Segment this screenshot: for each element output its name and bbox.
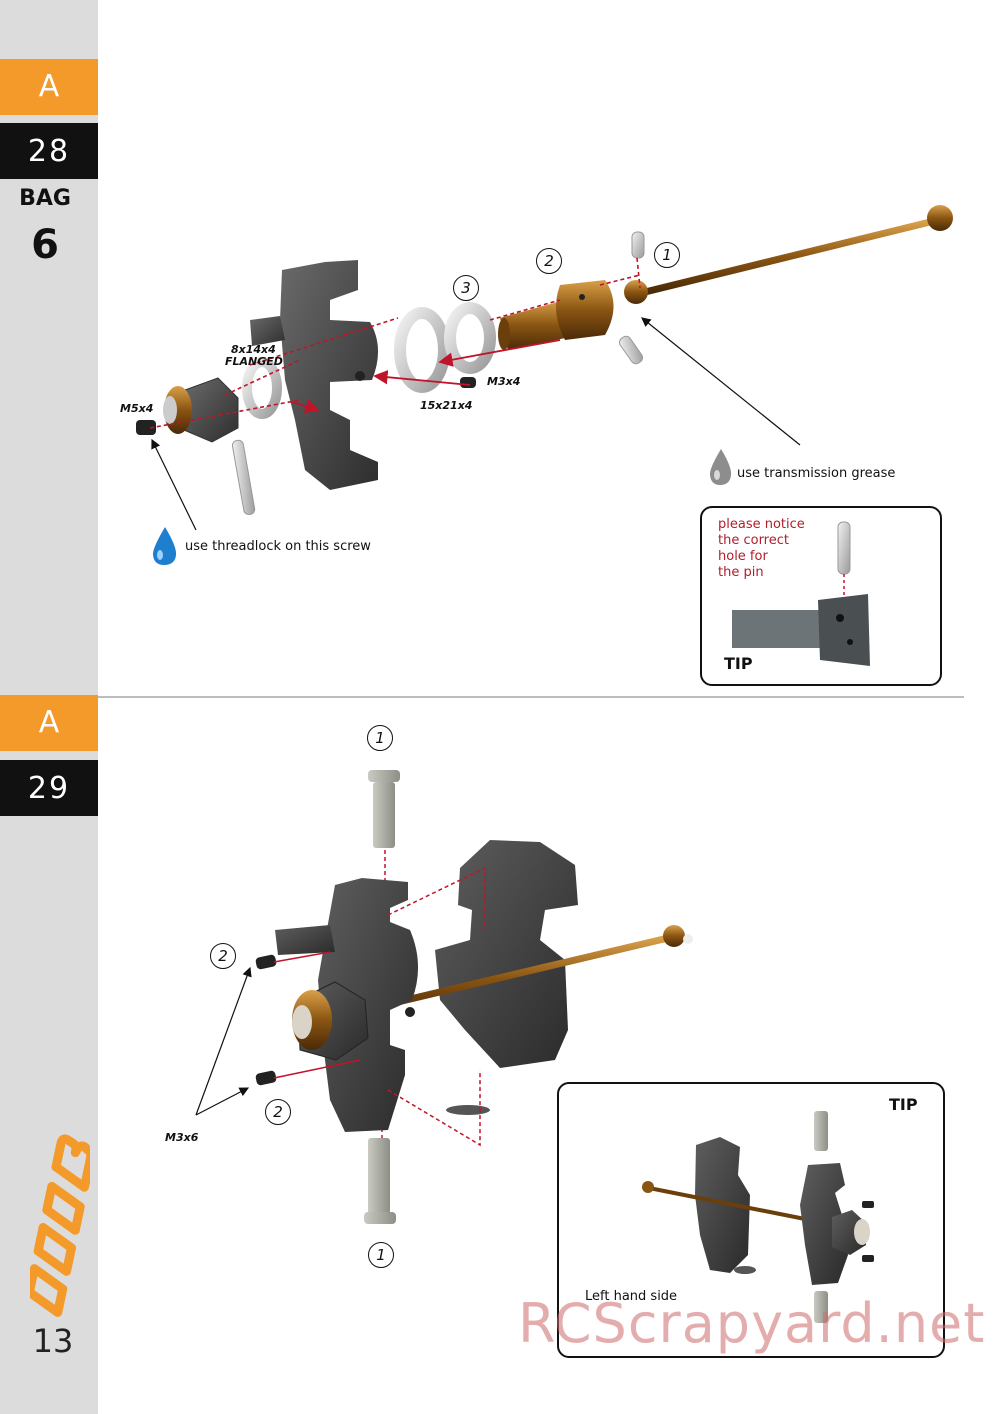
label-bearing-size: 8x14x4 xyxy=(231,343,276,356)
steering-block xyxy=(275,878,419,1132)
callout-1-top: 1 xyxy=(367,725,393,751)
callout-2-upper: 2 xyxy=(210,943,236,969)
bag-label: BAG xyxy=(19,186,71,211)
threadlock-note: use threadlock on this screw xyxy=(185,539,371,554)
hub-carrier xyxy=(250,260,379,490)
c-hub xyxy=(435,840,578,1068)
step28-diagram xyxy=(136,205,953,531)
bag-number: 6 xyxy=(31,222,59,268)
label-m3x4: M3x4 xyxy=(487,375,521,388)
tip-title-step29: TIP xyxy=(889,1095,918,1114)
watermark: RCScrapyard.net xyxy=(518,1292,986,1355)
step-letter-tab-2: A xyxy=(0,695,98,751)
step-letter-tab: A xyxy=(0,59,98,115)
page-number: 13 xyxy=(32,1322,74,1360)
callout-1-bottom: 1 xyxy=(368,1242,394,1268)
callout-2: 2 xyxy=(536,248,562,274)
step-number-tab: 28 xyxy=(0,123,98,179)
driveshaft xyxy=(641,218,934,296)
tip-caption-step29: Left hand side xyxy=(585,1289,678,1304)
brand-logo xyxy=(30,1134,90,1317)
tip-text-step28: please notice the correct hole for the p… xyxy=(718,517,828,581)
tip-line-3: hole for xyxy=(718,549,768,564)
grease-drop-icon xyxy=(709,449,732,485)
step-number-tab-2: 29 xyxy=(0,760,98,816)
grease-note: use transmission grease xyxy=(737,466,896,481)
step29-diagram xyxy=(195,770,693,1224)
tip-line-1: please notice xyxy=(718,517,805,532)
label-15x21x4: 15x21x4 xyxy=(420,399,473,412)
tip-illustration-drivecup xyxy=(732,521,870,666)
tip-line-4: the pin xyxy=(718,565,764,580)
section-divider xyxy=(98,696,964,698)
tip-line-2: the correct xyxy=(718,533,789,548)
callout-3: 3 xyxy=(453,275,479,301)
label-m5x4: M5x4 xyxy=(120,402,154,415)
hub-nut xyxy=(183,377,239,443)
tip-title-step28: TIP xyxy=(724,654,753,673)
callout-2-lower: 2 xyxy=(265,1099,291,1125)
tip-illustration-left-side xyxy=(642,1111,874,1323)
drive-cup xyxy=(498,280,614,350)
label-m3x6: M3x6 xyxy=(165,1131,199,1144)
callout-1: 1 xyxy=(654,242,680,268)
tip-box-step29 xyxy=(557,1082,945,1358)
label-bearing-type: FLANGED xyxy=(225,355,283,368)
threadlock-drop-icon xyxy=(152,527,177,565)
